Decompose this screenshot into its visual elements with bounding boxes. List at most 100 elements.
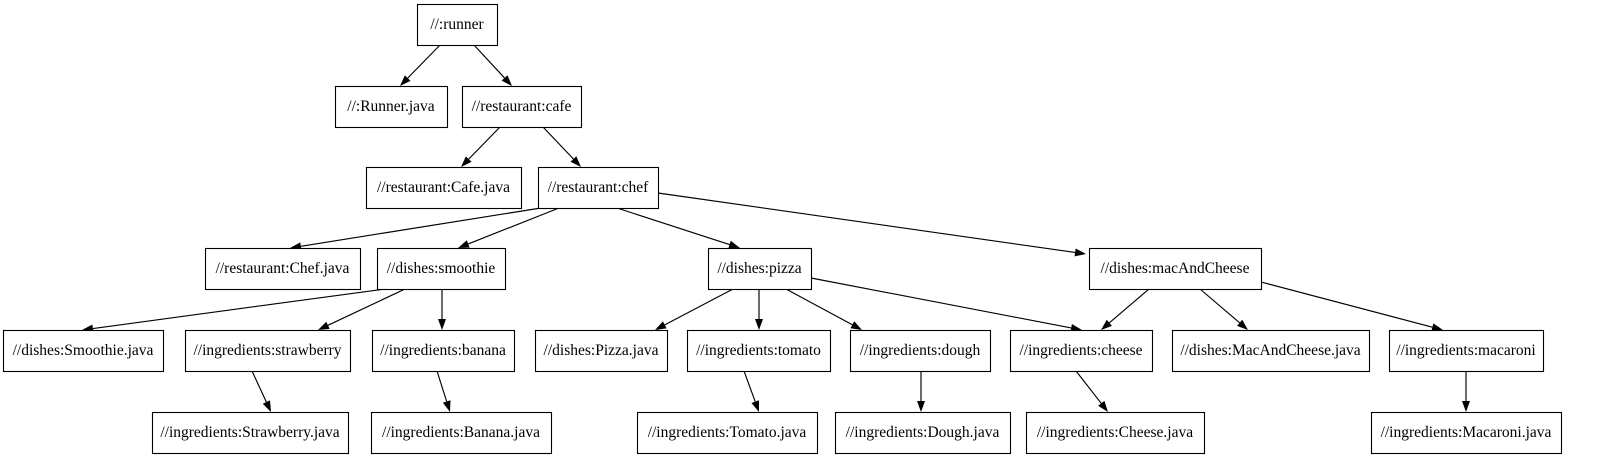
edge-line [657,192,1076,254]
graph-node-restaurant_cafe[interactable]: //restaurant:cafe [461,85,583,129]
node-label: //ingredients:Strawberry.java [160,424,339,441]
node-label: //dishes:Smoothie.java [13,342,154,359]
edge-line [251,370,267,403]
node-label: //ingredients:Tomato.java [648,424,807,441]
node-label: //ingredients:Banana.java [382,424,540,441]
graph-node-chef_java[interactable]: //restaurant:Chef.java [204,247,362,291]
edge-line [616,207,730,246]
graph-node-runner[interactable]: //:runner [416,3,499,47]
edge-line [810,277,1072,329]
node-label: //ingredients:strawberry [193,342,341,359]
node-box[interactable] [636,411,819,455]
node-box[interactable] [365,166,523,210]
node-label: //ingredients:Macaroni.java [1381,424,1552,441]
edges-layer [82,44,1470,412]
graph-node-dough_java[interactable]: //ingredients:Dough.java [834,411,1012,455]
node-box[interactable] [707,247,813,291]
node-box[interactable] [534,329,669,373]
arrowhead-icon [655,321,667,330]
graph-node-runner_java[interactable]: //:Runner.java [334,85,449,129]
graph-edge-dishes_macandchs-to-macandchs_java [1199,288,1248,330]
arrowhead-icon [1070,324,1082,332]
graph-node-ing_strawberry[interactable]: //ingredients:strawberry [184,329,352,373]
node-box[interactable] [151,411,350,455]
graph-edge-dishes_smoothie-to-smoothie_java [82,288,386,333]
node-label: //ingredients:Cheese.java [1037,424,1193,441]
node-box[interactable] [2,329,165,373]
node-box[interactable] [184,329,352,373]
arrowhead-icon [917,401,925,412]
node-box[interactable] [334,85,449,129]
node-label: //ingredients:macaroni [1396,342,1536,359]
node-box[interactable] [537,166,660,210]
graph-edge-ing_cheese-to-cheese_java [1075,370,1108,412]
edge-line [1075,370,1102,404]
graph-edge-dishes_pizza-to-ing_tomato [755,289,763,330]
graph-node-macaroni_java[interactable]: //ingredients:Macaroni.java [1370,411,1563,455]
edge-line [327,288,406,326]
graph-node-cheese_java[interactable]: //ingredients:Cheese.java [1025,411,1206,455]
graph-node-dishes_macandchs[interactable]: //dishes:macAndCheese [1088,247,1263,291]
graph-edge-dishes_macandchs-to-ing_macaroni [1260,281,1443,332]
node-box[interactable] [461,85,583,129]
graph-edge-dishes_smoothie-to-ing_banana [438,289,446,330]
graph-node-ing_dough[interactable]: //ingredients:dough [849,329,992,373]
node-box[interactable] [1171,329,1371,373]
graph-node-banana_java[interactable]: //ingredients:Banana.java [370,411,553,455]
graph-edge-dishes_macandchs-to-ing_cheese [1101,288,1150,330]
graph-edge-restaurant_chef-to-chef_java [290,207,542,251]
node-box[interactable] [370,411,553,455]
node-label: //restaurant:Chef.java [216,260,350,277]
edge-line [664,288,734,326]
node-box[interactable] [371,329,516,373]
node-label: //ingredients:Dough.java [846,424,1000,441]
node-label: //restaurant:chef [548,179,650,196]
arrowhead-icon [400,75,411,86]
arrowhead-icon [570,156,581,167]
graph-edge-restaurant_chef-to-dishes_smoothie [458,207,560,248]
graph-edge-dishes_pizza-to-ing_dough [785,288,862,330]
graph-edge-restaurant_chef-to-dishes_pizza [616,207,740,249]
graph-node-dishes_smoothie[interactable]: //dishes:smoothie [376,247,507,291]
graph-node-tomato_java[interactable]: //ingredients:Tomato.java [636,411,819,455]
node-box[interactable] [834,411,1012,455]
node-label: //ingredients:dough [860,342,981,359]
node-box[interactable] [204,247,362,291]
graph-node-ing_cheese[interactable]: //ingredients:cheese [1009,329,1154,373]
arrowhead-icon [458,240,470,248]
arrowhead-icon [1101,319,1112,330]
node-label: //restaurant:cafe [472,98,572,115]
node-box[interactable] [849,329,992,373]
graph-node-ing_tomato[interactable]: //ingredients:tomato [686,329,832,373]
graph-node-restaurant_chef[interactable]: //restaurant:chef [537,166,660,210]
edge-line [468,207,560,245]
edge-line [468,126,501,160]
graph-node-cafe_java[interactable]: //restaurant:Cafe.java [365,166,523,210]
arrowhead-icon [501,75,512,86]
graph-node-ing_macaroni[interactable]: //ingredients:macaroni [1388,329,1545,373]
arrowhead-icon [461,156,472,167]
graph-node-ing_banana[interactable]: //ingredients:banana [371,329,516,373]
graph-node-pizza_java[interactable]: //dishes:Pizza.java [534,329,669,373]
arrowhead-icon [442,400,451,412]
node-label: //dishes:MacAndCheese.java [1180,342,1360,359]
node-box[interactable] [1088,247,1263,291]
graph-node-macandchs_java[interactable]: //dishes:MacAndCheese.java [1171,329,1371,373]
arrowhead-icon [728,240,740,249]
graph-node-smoothie_java[interactable]: //dishes:Smoothie.java [2,329,165,373]
node-box[interactable] [1025,411,1206,455]
node-box[interactable] [1388,329,1545,373]
graph-edge-ing_macaroni-to-macaroni_java [1462,371,1470,412]
node-box[interactable] [1370,411,1563,455]
edge-line [407,44,441,79]
node-box[interactable] [1009,329,1154,373]
node-label: //:runner [430,16,484,33]
node-label: //:Runner.java [347,98,435,115]
arrowhead-icon [1098,400,1108,412]
node-box[interactable] [376,247,507,291]
node-box[interactable] [686,329,832,373]
edge-line [92,288,386,330]
node-box[interactable] [416,3,499,47]
graph-node-strawberry_java[interactable]: //ingredients:Strawberry.java [151,411,350,455]
graph-node-dishes_pizza[interactable]: //dishes:pizza [707,247,813,291]
